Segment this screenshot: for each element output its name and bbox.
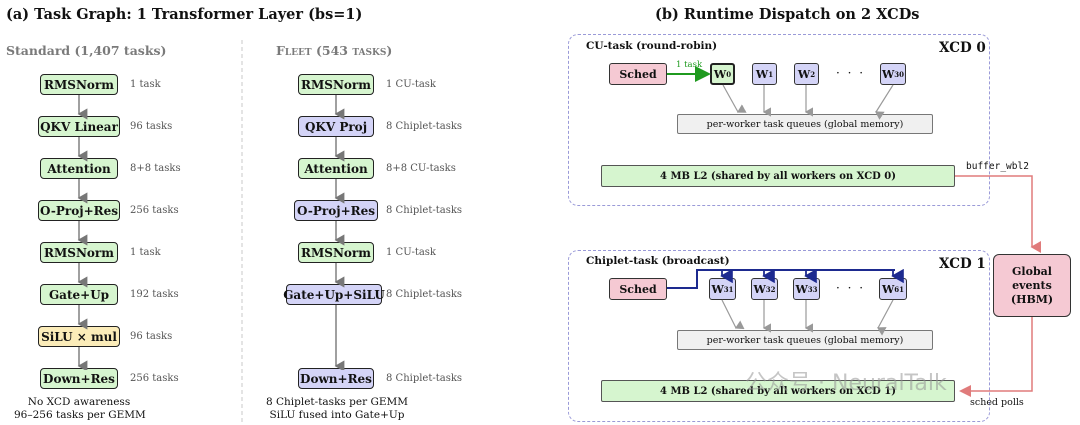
column-divider: [241, 40, 243, 425]
left-panel-title: (a) Task Graph: 1 Transformer Layer (bs=…: [6, 6, 363, 23]
right-panel-title: (b) Runtime Dispatch on 2 XCDs: [655, 6, 920, 23]
xcd1-mode-label: Chiplet-task (broadcast): [586, 255, 730, 267]
std-node-down-res: Down+Res: [40, 368, 118, 389]
fleet-count-rmsnorm-2: 1 CU-task: [386, 247, 436, 258]
std-node-attention: Attention: [40, 158, 118, 179]
std-count-gate-up: 192 tasks: [130, 289, 179, 300]
buffer-wbl2-label: buffer_wbl2: [966, 161, 1029, 172]
std-count-attention: 8+8 tasks: [130, 163, 181, 174]
std-node-oproj-res: O-Proj+Res: [38, 200, 120, 221]
xcd1-label: XCD 1: [939, 256, 986, 272]
fleet-count-qkv-proj: 8 Chiplet-tasks: [386, 121, 463, 132]
std-footer: No XCD awareness 96–256 tasks per GEMM: [14, 396, 146, 421]
xcd0-ellipsis: · · ·: [836, 66, 866, 80]
std-node-qkv-linear: QKV Linear: [38, 116, 120, 137]
xcd0-arrow-label: 1 task: [676, 60, 703, 70]
xcd0-mode-label: CU-task (round-robin): [586, 40, 718, 52]
fleet-count-gate-up-silu: 8 Chiplet-tasks: [386, 289, 463, 300]
std-node-rmsnorm-1: RMSNorm: [40, 74, 118, 95]
std-flow-arrows: [77, 95, 88, 370]
std-node-silu-mul: SiLU × mul: [38, 326, 120, 347]
std-count-qkv-linear: 96 tasks: [130, 121, 173, 132]
global-events-hbm: Global events (HBM): [993, 254, 1071, 317]
fleet-flow-arrows: [334, 95, 345, 370]
xcd0-sched: Sched: [609, 63, 667, 85]
std-count-down-res: 256 tasks: [130, 373, 179, 384]
fleet-node-rmsnorm-1: RMSNorm: [298, 74, 374, 95]
fleet-node-down-res: Down+Res: [298, 368, 374, 389]
xcd0-l2-cache: 4 MB L2 (shared by all workers on XCD 0): [601, 165, 955, 187]
xcd0-label: XCD 0: [939, 40, 986, 56]
fleet-node-qkv-proj: QKV Proj: [298, 116, 374, 137]
xcd1-sched: Sched: [609, 278, 667, 300]
standard-header: Standard (1,407 tasks): [6, 43, 167, 58]
watermark: 公众号 · NeuralTalk: [745, 371, 947, 396]
xcd1-box: [568, 250, 990, 422]
fleet-count-rmsnorm-1: 1 CU-task: [386, 79, 436, 90]
dispatch-arrows: [667, 66, 1041, 397]
fleet-footer: 8 Chiplet-tasks per GEMM SiLU fused into…: [265, 396, 409, 421]
fleet-header: Fleet (543 tasks): [276, 43, 393, 58]
fleet-count-down-res: 8 Chiplet-tasks: [386, 373, 463, 384]
fleet-count-attention: 8+8 CU-tasks: [386, 163, 456, 174]
fleet-count-oproj-res: 8 Chiplet-tasks: [386, 205, 463, 216]
fleet-node-rmsnorm-2: RMSNorm: [298, 242, 374, 263]
std-node-gate-up: Gate+Up: [40, 284, 118, 305]
std-count-rmsnorm-1: 1 task: [130, 79, 161, 90]
xcd1-l2-cache: 4 MB L2 (shared by all workers on XCD 1): [601, 380, 955, 402]
sched-polls-label: sched polls: [970, 397, 1024, 408]
xcd1-ellipsis: · · ·: [836, 281, 866, 295]
std-count-rmsnorm-2: 1 task: [130, 247, 161, 258]
std-count-silu-mul: 96 tasks: [130, 331, 173, 342]
std-count-oproj-res: 256 tasks: [130, 205, 179, 216]
xcd0-box: [568, 34, 990, 206]
fleet-node-gate-up-silu: Gate+Up+SiLU: [283, 284, 385, 305]
